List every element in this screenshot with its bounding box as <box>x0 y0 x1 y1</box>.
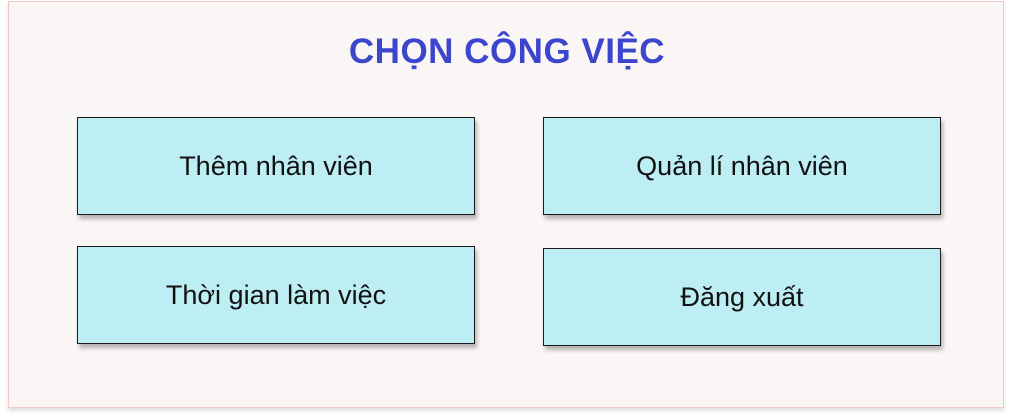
task-selection-panel: CHỌN CÔNG VIỆC Thêm nhân viên Quản lí nh… <box>8 1 1004 408</box>
page-title: CHỌN CÔNG VIỆC <box>348 32 666 71</box>
logout-button[interactable]: Đăng xuất <box>543 248 941 346</box>
working-time-button[interactable]: Thời gian làm việc <box>77 246 475 344</box>
add-employee-button[interactable]: Thêm nhân viên <box>77 117 475 215</box>
manage-employees-button[interactable]: Quản lí nhân viên <box>543 117 941 215</box>
